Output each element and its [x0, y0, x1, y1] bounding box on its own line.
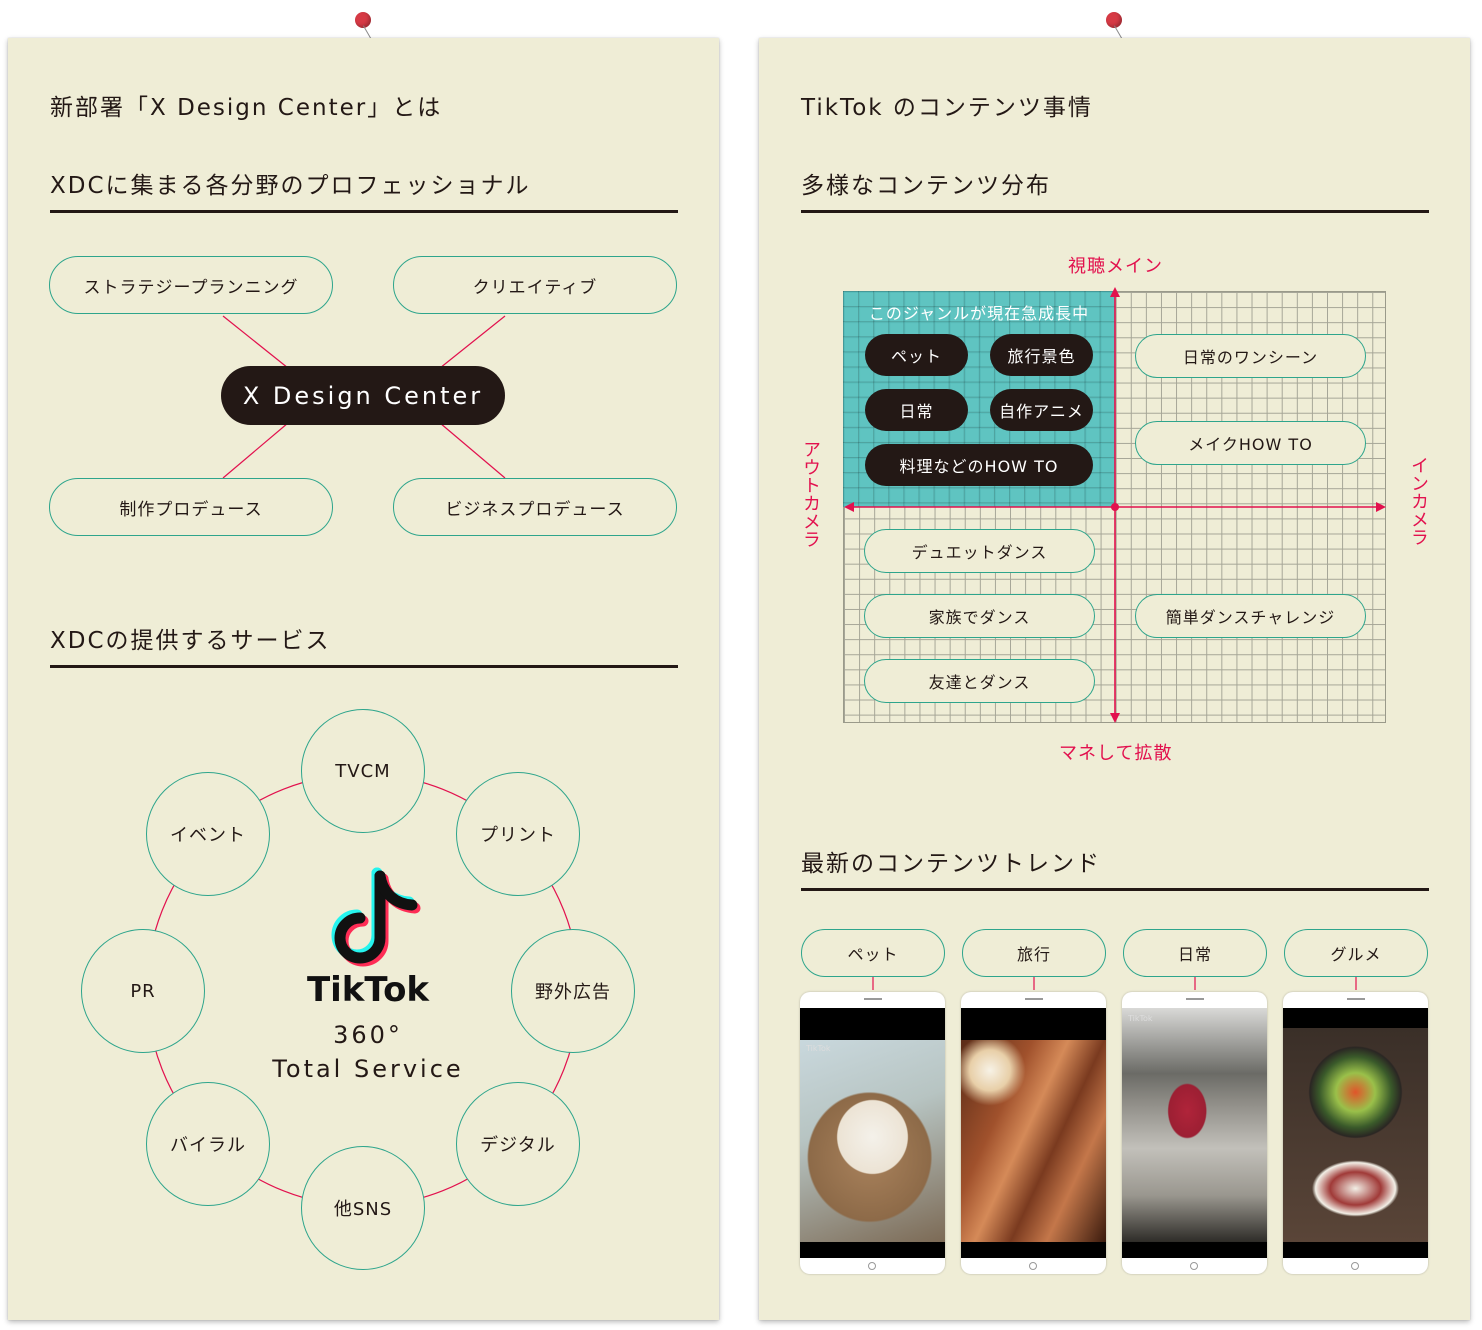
phone-home-button — [1029, 1262, 1037, 1270]
right-section1-rule — [801, 210, 1429, 213]
axis-left-text: アウトカメラ — [800, 440, 821, 548]
service-print: プリント — [456, 772, 580, 896]
genre-daily-scene: 日常のワンシーン — [1135, 334, 1366, 378]
phone-home-button — [1351, 1262, 1359, 1270]
axis-right-text: インカメラ — [1408, 456, 1429, 546]
xdc-hub: X Design Center — [221, 366, 505, 425]
right-sheet: TikTok のコンテンツ事情 多様なコンテンツ分布 視聴メイン マネして拡散 … — [759, 38, 1470, 1320]
phone-speaker — [864, 998, 882, 1000]
service-viral: バイラル — [146, 1082, 270, 1206]
phone-speaker — [1025, 998, 1043, 1000]
left-heading: 新部署「X Design Center」とは — [50, 95, 443, 121]
phone-travel — [961, 992, 1106, 1274]
travel-photo — [961, 1040, 1106, 1242]
phone-daily: TikTok — [1122, 992, 1267, 1274]
phone-screen: TikTok — [1122, 1008, 1267, 1258]
phone-home-button — [1190, 1262, 1198, 1270]
phone-screen — [961, 1008, 1106, 1258]
phone-speaker — [1347, 998, 1365, 1000]
phone-screen — [1283, 1008, 1428, 1258]
genre-self-animation: 自作アニメ — [990, 389, 1093, 431]
genre-friends-dance: 友達とダンス — [864, 659, 1095, 703]
axes — [844, 287, 1386, 723]
pushpin-icon — [1106, 12, 1122, 28]
service-tvcm: TVCM — [301, 709, 425, 833]
left-sheet: 新部署「X Design Center」とは XDCに集まる各分野のプロフェッシ… — [8, 38, 719, 1320]
trend-label-gourmet: グルメ — [1284, 929, 1428, 977]
genre-daily: 日常 — [865, 389, 968, 431]
pet-photo — [800, 1040, 945, 1242]
total-service-label: Total Service — [272, 1055, 464, 1083]
daily-photo — [1122, 1008, 1267, 1242]
axis-bottom-label: マネして拡散 — [1059, 743, 1173, 764]
axis-right-label: インカメラ — [1407, 456, 1429, 552]
axis-left-label: アウトカメラ — [799, 440, 821, 554]
right-section2-title: 最新のコンテンツトレンド — [801, 851, 1101, 877]
right-section2-rule — [801, 888, 1429, 891]
trend-label-daily: 日常 — [1123, 929, 1267, 977]
left-section2-title: XDCの提供するサービス — [50, 628, 331, 654]
left-section2-rule — [50, 665, 678, 668]
service-pr: PR — [81, 929, 205, 1053]
genre-pet: ペット — [865, 334, 968, 376]
trend-connectors — [872, 977, 1357, 990]
node-business: ビジネスプロデュース — [393, 478, 677, 536]
trend-label-travel: 旅行 — [962, 929, 1106, 977]
genre-easy-dance-challenge: 簡単ダンスチャレンジ — [1135, 594, 1366, 638]
right-section1-title: 多様なコンテンツ分布 — [801, 173, 1051, 199]
service-event: イベント — [146, 772, 270, 896]
node-strategy-planning: ストラテジープランニング — [49, 256, 333, 314]
tiktok-wordmark: TikTok — [306, 970, 430, 1010]
service-digital: デジタル — [456, 1082, 580, 1206]
service-other-sns: 他SNS — [301, 1146, 425, 1270]
gourmet-photo — [1283, 1028, 1428, 1242]
genre-family-dance: 家族でダンス — [864, 594, 1095, 638]
tiktok-watermark: TikTok — [1128, 1014, 1153, 1023]
service-outdoor: 野外広告 — [511, 929, 635, 1053]
trend-label-pet: ペット — [801, 929, 945, 977]
right-heading: TikTok のコンテンツ事情 — [801, 95, 1093, 121]
node-production: 制作プロデュース — [49, 478, 333, 536]
tiktok-logo-icon — [331, 867, 421, 967]
node-creative: クリエイティブ — [393, 256, 677, 314]
genre-duet-dance: デュエットダンス — [864, 529, 1095, 573]
left-section1-title: XDCに集まる各分野のプロフェッショナル — [50, 173, 531, 199]
phone-speaker — [1186, 998, 1204, 1000]
genre-makeup-howto: メイクHOW TO — [1135, 421, 1366, 465]
axis-top-label: 視聴メイン — [1068, 256, 1163, 277]
phone-screen: TikTok — [800, 1008, 945, 1258]
genre-cooking-howto: 料理などのHOW TO — [865, 444, 1093, 486]
highlight-label: このジャンルが現在急成長中 — [868, 304, 1090, 323]
phone-pet: TikTok — [800, 992, 945, 1274]
total-service-360: 360° — [333, 1021, 403, 1049]
left-section1-rule — [50, 210, 678, 213]
tiktok-watermark: TikTok — [806, 1044, 831, 1053]
pushpin-icon — [355, 12, 371, 28]
hub-connectors — [222, 315, 506, 479]
genre-travel-scenery: 旅行景色 — [990, 334, 1093, 376]
phone-gourmet — [1283, 992, 1428, 1274]
phone-home-button — [868, 1262, 876, 1270]
